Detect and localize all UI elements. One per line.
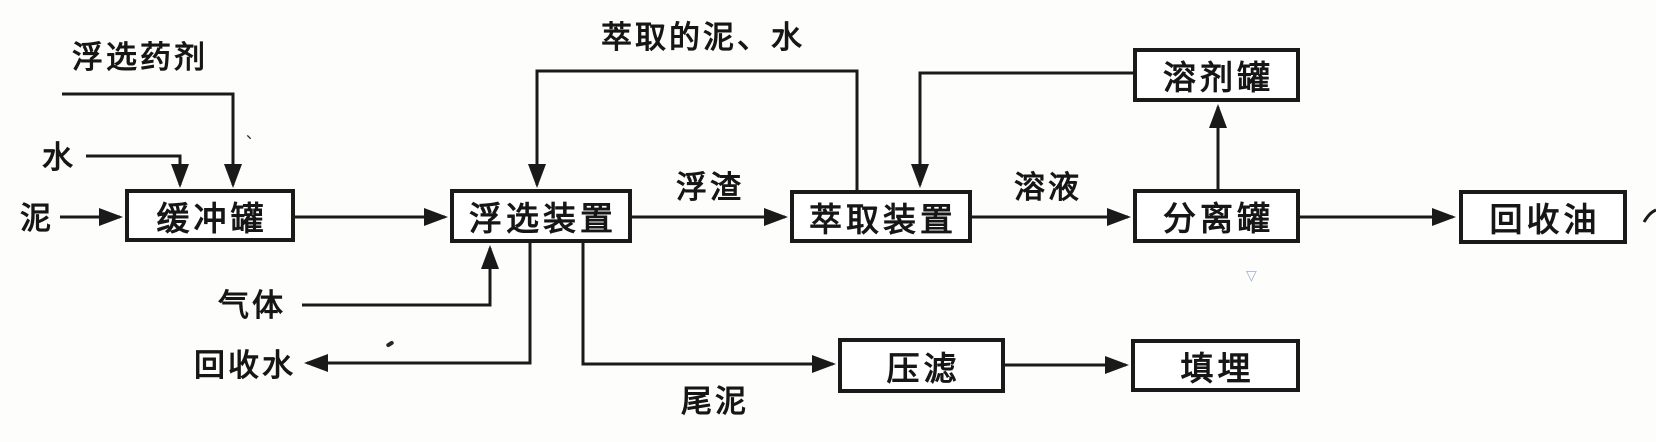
label-scum: 浮渣: [676, 170, 744, 205]
edge-flotation-agent-to-buffer-tank: [62, 92, 242, 188]
label-extracted-mud-water: 萃取的泥、水: [601, 20, 805, 55]
edge-water-to-buffer-tank: [86, 154, 189, 188]
scan-artifact-dot: [385, 340, 395, 348]
node-extraction-unit: 萃取装置: [790, 190, 972, 243]
edge-flotation-unit-to-filter-press: [581, 243, 836, 373]
label-recovered-water: 回收水: [194, 348, 296, 383]
label-gas: 气体: [218, 288, 286, 323]
label-flotation-agent: 浮选药剂: [72, 40, 208, 75]
node-landfill: 填埋: [1131, 339, 1300, 392]
node-separator-tank: 分离罐: [1133, 189, 1300, 243]
node-flotation-unit: 浮选装置: [450, 189, 632, 243]
edge-flotation-unit-to-recovered-water: [304, 243, 532, 372]
node-filter-press: 压滤: [838, 338, 1005, 393]
edge-solvent-tank-to-extraction-unit: [911, 71, 1133, 188]
scan-artifact-right-edge: [1642, 208, 1656, 223]
node-buffer-tank: 缓冲罐: [125, 189, 295, 242]
node-recovered-oil: 回收油: [1459, 190, 1627, 244]
label-water: 水: [42, 140, 76, 175]
node-solvent-tank: 溶剂罐: [1133, 48, 1300, 102]
label-tail-mud: 尾泥: [681, 384, 749, 419]
label-solution: 溶液: [1014, 170, 1082, 205]
scan-artifact-blue-mark: ▽: [1246, 267, 1257, 283]
label-mud: 泥: [20, 201, 54, 236]
scan-artifact-tick: 、: [246, 125, 262, 142]
edge-gas-to-flotation-unit: [302, 245, 499, 307]
